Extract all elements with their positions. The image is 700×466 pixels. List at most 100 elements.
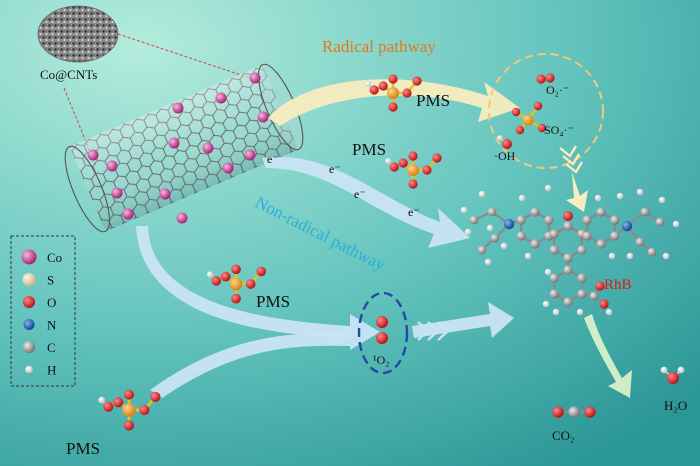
- legend-label: O: [47, 295, 56, 310]
- electron-label: e⁻: [408, 205, 420, 219]
- hydrogen-atom: [524, 252, 532, 260]
- hydrogen-atom: [385, 158, 392, 164]
- electron-labels: e⁻ e⁻ e⁻ e⁻: [267, 152, 420, 219]
- carbon-atom: [469, 215, 479, 225]
- oxygen-atom: [511, 107, 521, 117]
- pms-to-singlet-oxygen-arrow: [150, 333, 350, 398]
- carbon-atom: [563, 221, 573, 231]
- rhb-to-products-arrow: [584, 314, 632, 398]
- hydrogen-atom: [576, 308, 584, 316]
- oxygen-atom: [552, 406, 564, 418]
- oxygen-atom: [245, 279, 256, 289]
- legend-swatch: [25, 365, 33, 374]
- hydrogen-atom: [672, 220, 680, 228]
- carbon-atom: [516, 215, 526, 225]
- sulfur-atom: [407, 164, 419, 176]
- carbon-atom: [596, 207, 606, 217]
- carbon-atom: [596, 239, 606, 249]
- hydrogen-atom: [98, 396, 106, 404]
- sulfur-atom: [229, 277, 243, 291]
- co-nanoparticle: [106, 160, 118, 172]
- co-nanoparticle: [172, 102, 184, 114]
- carbon-atom: [516, 231, 526, 241]
- hydrogen-atom: [518, 194, 526, 202]
- hydrogen-atom: [662, 252, 670, 260]
- sulfur-atom: [387, 87, 399, 99]
- carbon-atom: [577, 289, 587, 299]
- oxygen-atom: [378, 81, 388, 91]
- oxygen-atom: [667, 372, 679, 384]
- carbon-atom: [530, 239, 540, 249]
- co-nanoparticle: [176, 212, 188, 224]
- oxygen-atom: [537, 123, 547, 133]
- oxygen-atom: [595, 281, 605, 291]
- sulfur-atom: [522, 114, 534, 126]
- oxygen-atom: [123, 420, 135, 431]
- hydrogen-atom: [608, 252, 616, 260]
- electron-label: e⁻: [354, 187, 366, 201]
- co-nanoparticle: [222, 162, 234, 174]
- carbon-atom: [544, 215, 554, 225]
- legend-swatch: [23, 296, 35, 308]
- sulfate-radical-label: SO₄·⁻: [544, 123, 574, 137]
- hydrogen-atom: [460, 206, 468, 214]
- oxygen-atom: [231, 293, 241, 304]
- oxygen-atom: [369, 85, 379, 95]
- pms-label-middle: PMS: [256, 292, 290, 311]
- carbon-atom: [582, 231, 592, 241]
- carbon-atom: [549, 229, 559, 239]
- legend-swatch: [22, 273, 36, 286]
- hydrogen-atom: [478, 190, 486, 198]
- hydrogen-atom: [658, 196, 666, 204]
- oxygen-atom: [139, 404, 150, 416]
- radical-species-zone: [488, 53, 604, 169]
- pms-label-electron: PMS: [352, 140, 386, 159]
- legend-item: H: [25, 363, 56, 378]
- pms-label-bottom: PMS: [66, 439, 100, 458]
- hydrogen-atom: [206, 271, 214, 278]
- legend-label: Co: [47, 250, 62, 265]
- radical-pathway-arrow: [268, 79, 520, 126]
- co-nanoparticle: [122, 208, 134, 220]
- oxygen-atom: [211, 276, 222, 286]
- singlet-oxygen-ring: [357, 291, 409, 375]
- hydrogen-atom: [497, 135, 503, 141]
- hydrogen-atom: [544, 184, 552, 192]
- carbon-atom: [610, 215, 620, 225]
- carbon-atom: [577, 273, 587, 283]
- oxygen-atom: [398, 158, 408, 168]
- oxygen-atom: [502, 139, 512, 149]
- legend-item: Co: [21, 249, 62, 265]
- carbon-atom: [563, 265, 573, 275]
- legend-item: O: [23, 295, 56, 310]
- oxygen-atom: [103, 401, 114, 412]
- legend-item: N: [23, 318, 57, 333]
- legend-label: H: [47, 363, 56, 378]
- oxygen-atom: [432, 153, 442, 163]
- oxygen-atom: [545, 73, 555, 83]
- carbon-atom: [549, 245, 559, 255]
- co-nanoparticle: [202, 142, 214, 154]
- legend-label: S: [47, 273, 54, 288]
- nitrogen-atom: [503, 218, 515, 230]
- legend-item: C: [23, 340, 56, 355]
- sulfur-atom: [122, 403, 136, 417]
- carbon-atom: [568, 406, 580, 418]
- hydrogen-atom: [542, 300, 550, 308]
- carbon-atom: [577, 245, 587, 255]
- hydrogen-atom: [660, 366, 668, 374]
- co-nanoparticle: [215, 92, 227, 104]
- hydrogen-atom: [594, 194, 602, 202]
- hydrogen-atom: [500, 242, 508, 250]
- legend-item: S: [22, 273, 54, 288]
- co2-label: CO₂: [552, 428, 575, 443]
- pms-label-radical: PMS: [416, 91, 450, 110]
- carbon-atom: [477, 245, 487, 255]
- hydrogen-atom: [616, 192, 624, 200]
- carbon-atom: [635, 237, 645, 247]
- oxygen-atom: [422, 165, 432, 175]
- oxygen-atom: [536, 74, 546, 84]
